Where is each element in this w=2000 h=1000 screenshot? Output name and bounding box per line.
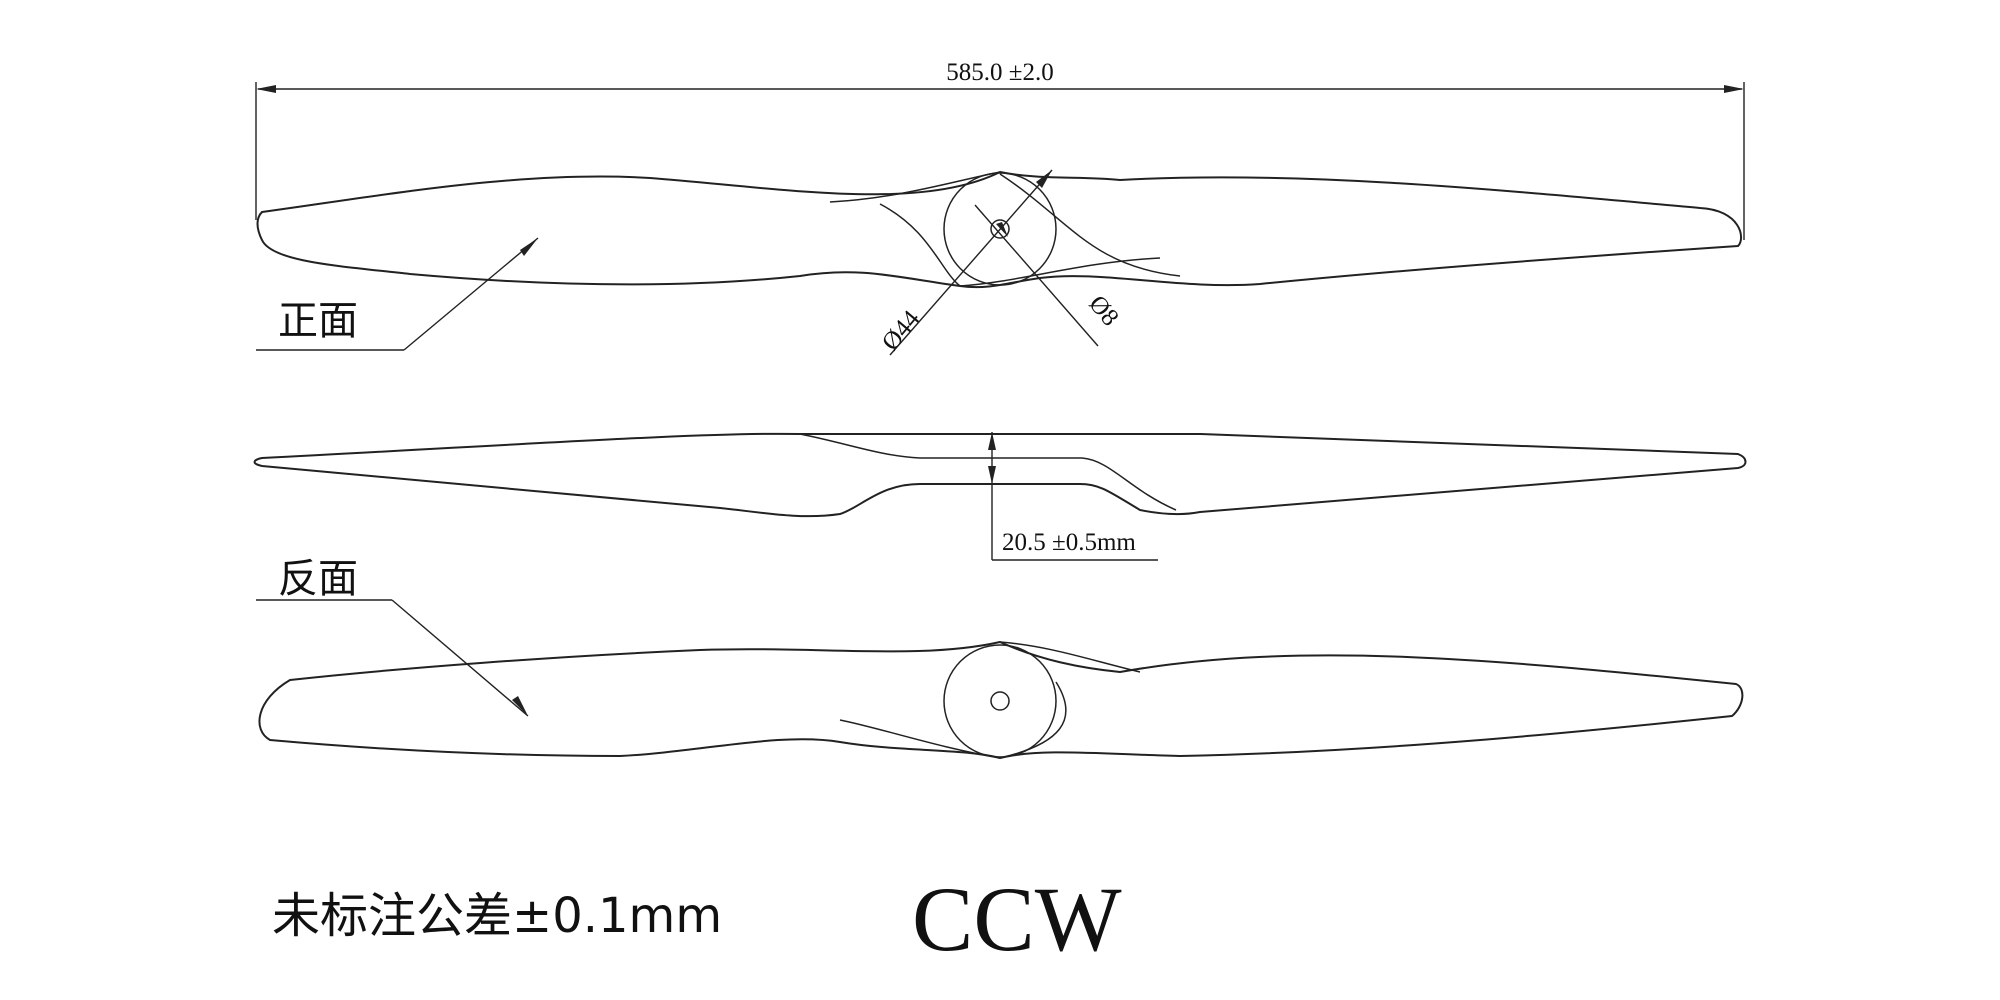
side-blade-outline xyxy=(253,432,1747,518)
back-blade-outline xyxy=(258,641,1744,759)
side-hub-upper xyxy=(799,433,1177,511)
propeller-side-view: 20.5 ±0.5mm xyxy=(253,432,1747,561)
back-root-curve-1 xyxy=(999,641,1141,673)
back-face-label: 反面 xyxy=(278,556,358,602)
hub-diameter-label: Ø44 xyxy=(877,305,926,356)
propeller-back-view: 反面 xyxy=(256,556,1744,759)
hub-thickness-label: 20.5 ±0.5mm xyxy=(1002,529,1136,556)
overall-length-dimension: 585.0 ±2.0 xyxy=(255,59,1745,240)
front-blade-outline xyxy=(256,171,1743,289)
front-root-curve-4 xyxy=(879,203,961,287)
propeller-front-view: Ø44 Ø8 正面 xyxy=(256,169,1743,356)
overall-length-label: 585.0 ±2.0 xyxy=(946,59,1053,86)
back-bore-circle xyxy=(990,691,1010,711)
back-hub-circle xyxy=(943,644,1057,758)
front-root-curve-1 xyxy=(829,171,1001,203)
back-root-curve-3 xyxy=(839,719,1001,759)
back-root-curve-2 xyxy=(999,681,1067,759)
front-bore-circle xyxy=(990,219,1010,239)
bore-diameter-label: Ø8 xyxy=(1083,291,1123,332)
front-hub-circle xyxy=(943,172,1057,286)
front-root-curve-2 xyxy=(959,257,1161,287)
tolerance-note: 未标注公差±0.1mm xyxy=(272,888,722,944)
front-root-curve-3 xyxy=(999,173,1181,277)
rotation-direction: CCW xyxy=(912,868,1122,970)
front-face-label: 正面 xyxy=(278,298,358,344)
